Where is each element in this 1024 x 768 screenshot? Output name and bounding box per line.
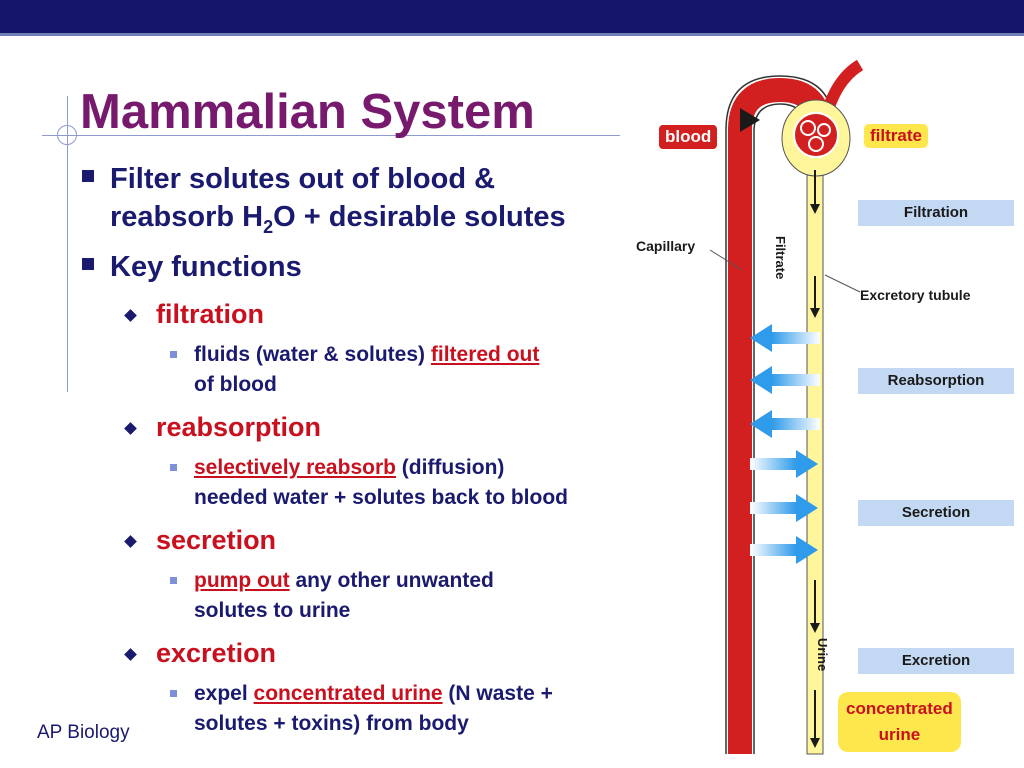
small-square-bullet-icon — [170, 690, 177, 697]
urine-arrow — [810, 623, 820, 633]
reabsorption-detail-highlight: selectively reabsorb — [194, 456, 396, 479]
nephron-diagram: blood filtrate Capillary Excretory tubul… — [620, 60, 1024, 768]
blood-tag: blood — [658, 124, 719, 150]
secretion-detail-line2-text: solutes to urine — [194, 599, 351, 622]
top-banner-stripe — [0, 33, 1024, 36]
blood-flow-arrow — [740, 108, 760, 132]
small-square-bullet-icon — [170, 577, 177, 584]
excretion-detail-highlight: concentrated urine — [253, 682, 443, 705]
filtrate-tag: filtrate — [864, 124, 928, 148]
concentrated-urine-tag: concentrated urine — [838, 692, 961, 752]
diamond-bullet-icon — [124, 648, 137, 661]
reabsorption-arrows — [750, 324, 820, 438]
capillary-label: Capillary — [636, 238, 696, 254]
square-bullet-icon — [82, 258, 94, 270]
process-reabsorption: Reabsorption — [858, 368, 1014, 394]
diamond-bullet-icon — [124, 535, 137, 548]
process-filtration: Filtration — [858, 200, 1014, 226]
urine-vertical-label: Urine — [815, 638, 830, 672]
excretion-detail-line2-text: solutes + toxins) from body — [194, 712, 469, 735]
excretion-heading: excretion — [156, 638, 277, 668]
bullet-filter-line2-post: O + desirable solutes — [273, 201, 566, 233]
top-banner — [0, 0, 1024, 33]
secretion-detail-post: any other unwanted — [289, 569, 494, 592]
margin-rule — [67, 96, 68, 392]
square-bullet-icon — [82, 170, 94, 182]
excretion-detail-pre: expel — [194, 682, 254, 705]
filtration-detail-line2-text: of blood — [194, 373, 277, 396]
filtration-detail-pre: fluids (water & solutes) — [194, 343, 431, 366]
filtration-heading: filtration — [156, 299, 264, 329]
capillary-pointer — [709, 249, 743, 271]
filtrate-vertical-label: Filtrate — [773, 236, 788, 280]
excretory-tubule-label: Excretory tubule — [860, 287, 971, 303]
bullet-key-functions-text: Key functions — [110, 251, 302, 283]
filtration-detail-highlight: filtered out — [430, 343, 540, 366]
diamond-bullet-icon — [124, 309, 137, 322]
process-secretion: Secretion — [858, 500, 1014, 526]
concentrated-urine-line2: urine — [878, 725, 921, 744]
reabsorption-heading: reabsorption — [156, 412, 322, 442]
title-rule — [42, 135, 620, 136]
small-square-bullet-icon — [170, 464, 177, 471]
diamond-bullet-icon — [124, 422, 137, 435]
excretion-detail-post: (N waste + — [442, 682, 553, 705]
filtrate-arrow — [810, 204, 820, 214]
bullet-filter-line2-pre: reabsorb H — [110, 201, 264, 233]
nephron-illustration — [709, 60, 864, 755]
bullet-filter-line1: Filter solutes out of blood & — [110, 163, 496, 195]
footer-course-label: AP Biology — [37, 722, 130, 743]
reabsorption-detail-line2-text: needed water + solutes back to blood — [194, 486, 569, 509]
process-excretion: Excretion — [858, 648, 1014, 674]
tubule-pointer — [824, 274, 861, 293]
secretion-detail-highlight: pump out — [194, 569, 290, 592]
concentrated-urine-line1: concentrated — [846, 699, 953, 718]
secretion-heading: secretion — [156, 525, 277, 555]
secretion-arrows — [750, 450, 818, 564]
subscript-2: 2 — [263, 216, 274, 237]
crosshair-circle — [57, 125, 77, 145]
small-square-bullet-icon — [170, 351, 177, 358]
reabsorption-detail-post: (diffusion) — [395, 456, 505, 479]
slide-title: Mammalian System — [80, 85, 535, 139]
